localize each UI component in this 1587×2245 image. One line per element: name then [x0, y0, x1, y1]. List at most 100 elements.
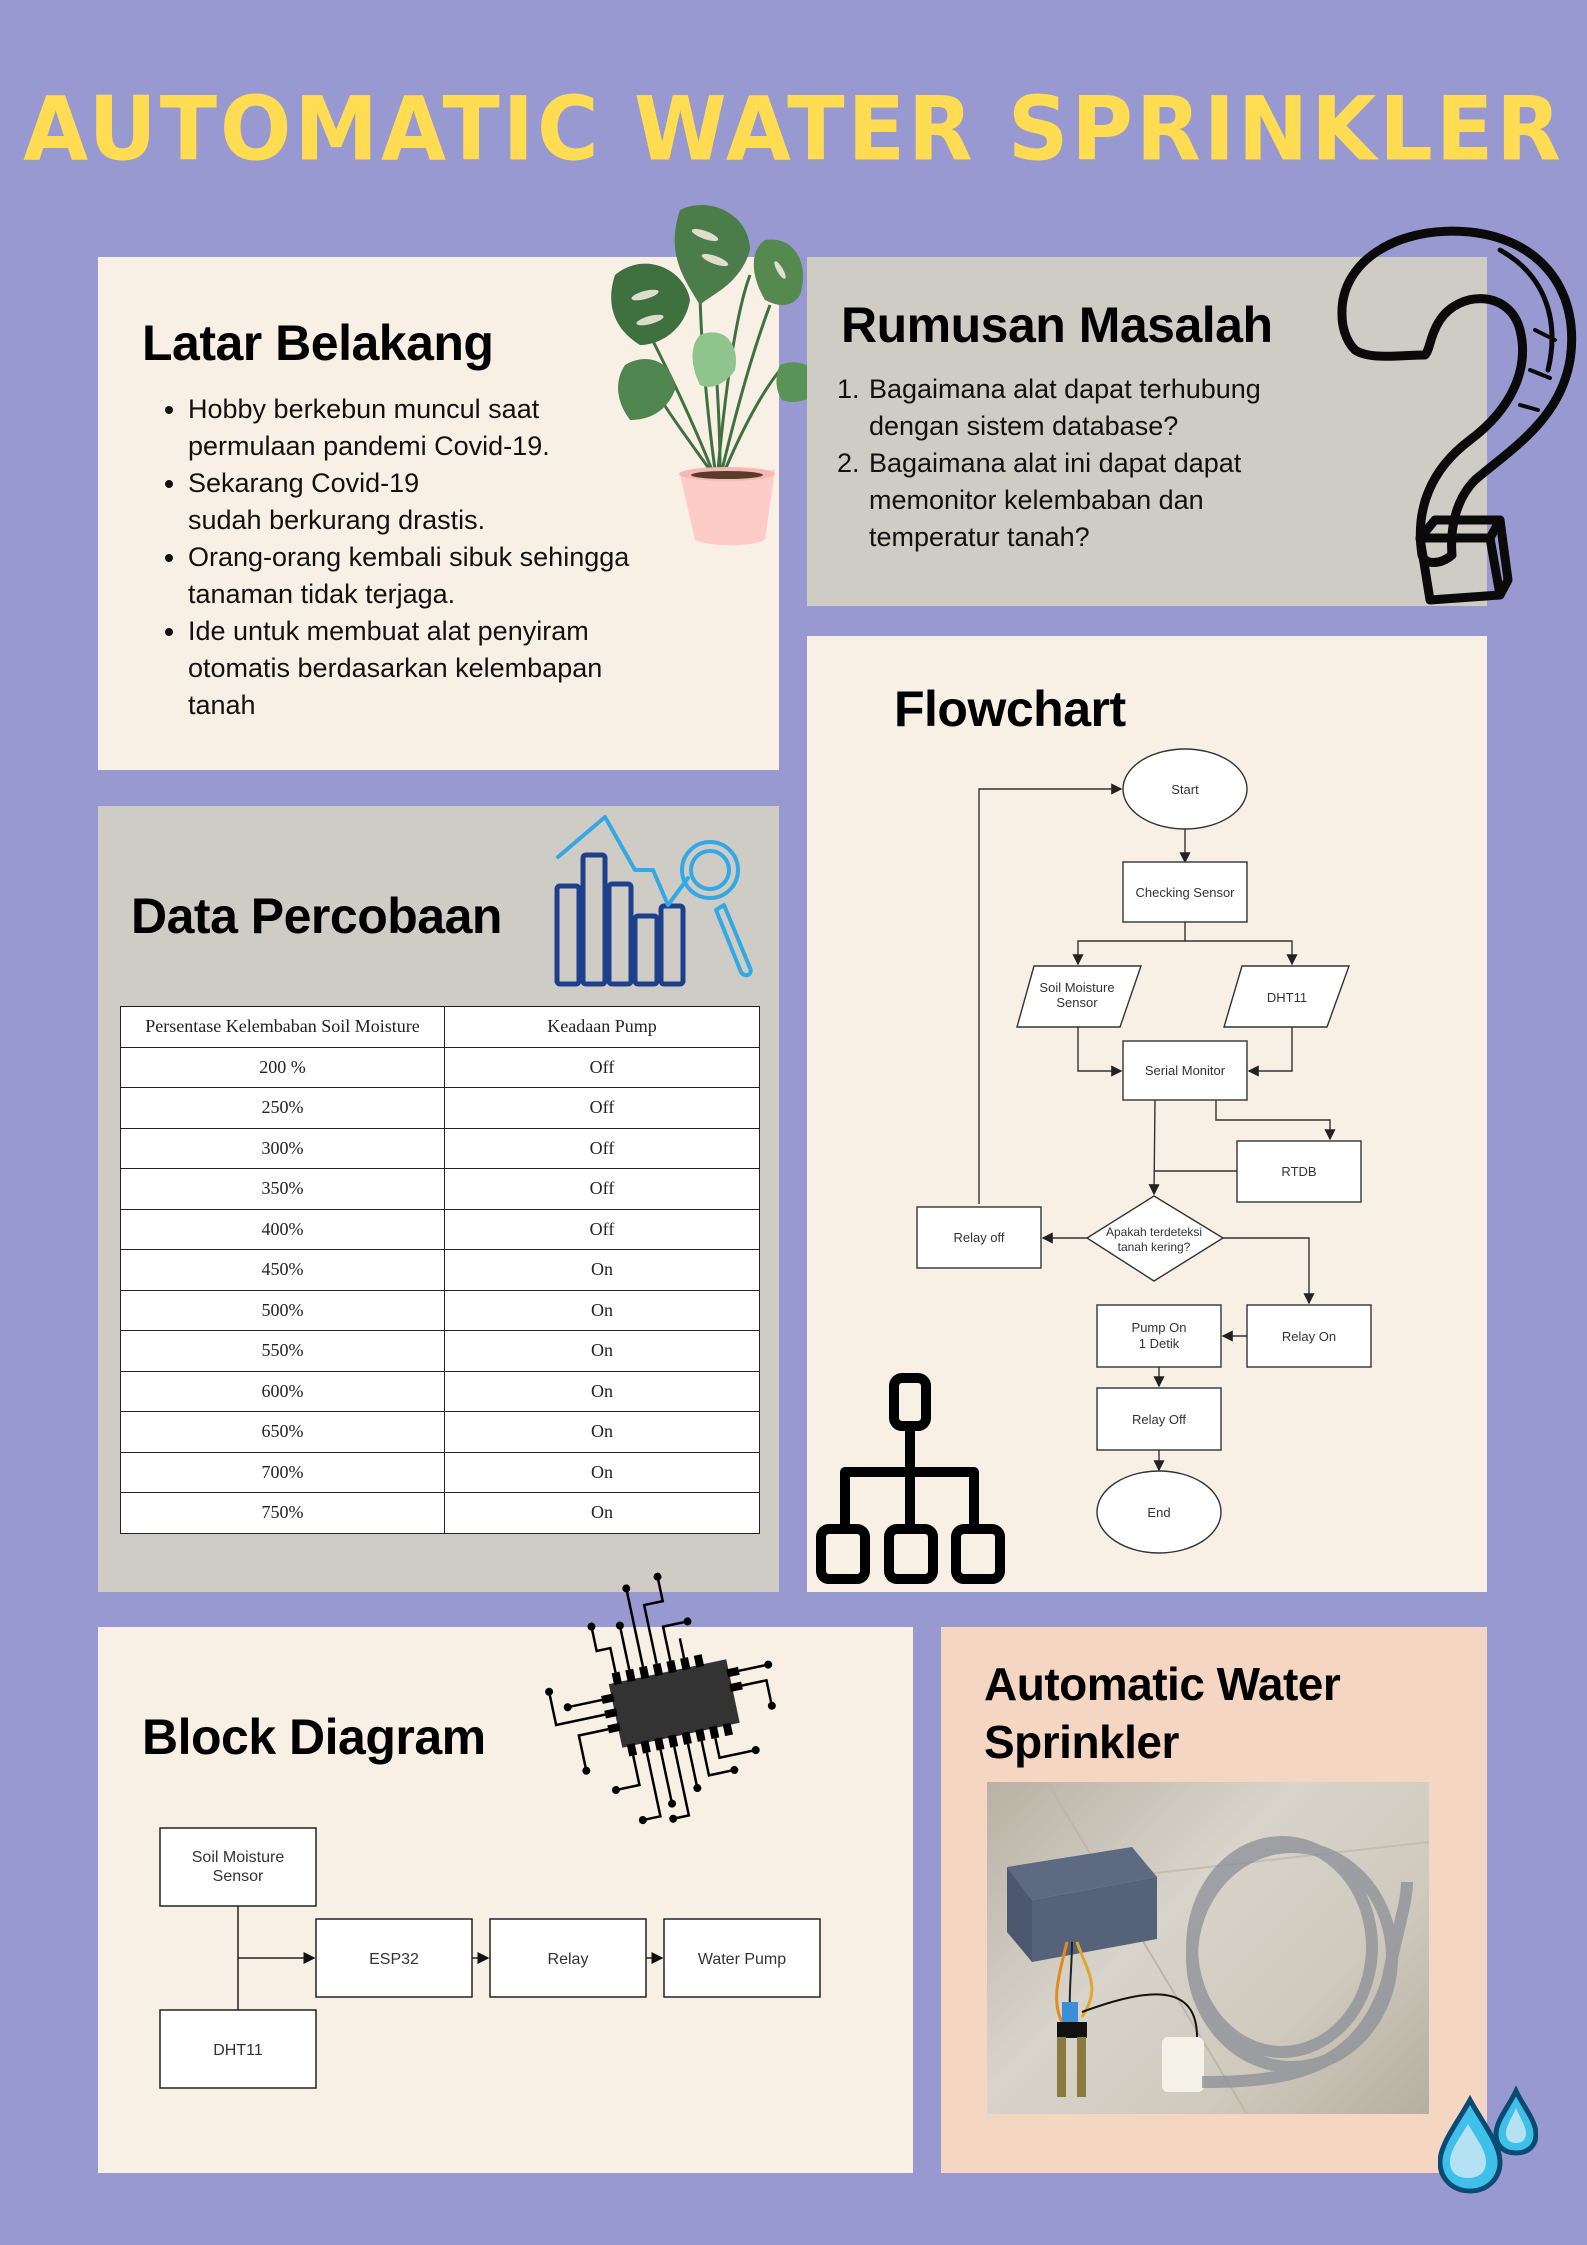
cell-pump-state: Off: [444, 1168, 760, 1210]
cell-pump-state: Off: [444, 1127, 760, 1169]
table-header-row: Persentase Kelembaban Soil Moisture Kead…: [120, 1006, 760, 1048]
svg-text:Apakah terdeteksi: Apakah terdeteksi: [1106, 1225, 1202, 1239]
table-row: 750%On: [120, 1492, 760, 1534]
table-row: 300%Off: [120, 1127, 760, 1169]
svg-text:Checking Sensor: Checking Sensor: [1136, 885, 1236, 900]
cell-pump-state: Off: [444, 1208, 760, 1250]
flowchart-node-pump-on: [1096, 1304, 1222, 1368]
flowchart-node-soil-sensor: [1016, 965, 1142, 1028]
block-diagram-heading: Block Diagram: [142, 1709, 486, 1765]
cell-pump-state: On: [444, 1249, 760, 1291]
cell-moisture: 700%: [120, 1451, 445, 1493]
svg-text:Relay On: Relay On: [1282, 1329, 1336, 1344]
rumusan-masalah-heading: Rumusan Masalah: [841, 297, 1273, 353]
cell-pump-state: On: [444, 1411, 760, 1453]
flowchart-node-end: [1096, 1470, 1222, 1554]
table-row: 500%On: [120, 1289, 760, 1331]
cell-pump-state: Off: [444, 1087, 760, 1129]
list-item: Bagaimana alat dapat terhubung dengan si…: [867, 371, 1317, 445]
cell-moisture: 300%: [120, 1127, 445, 1169]
cell-pump-state: On: [444, 1370, 760, 1412]
cell-moisture: 250%: [120, 1087, 445, 1129]
cell-pump-state: On: [444, 1330, 760, 1372]
table-row: 350%Off: [120, 1168, 760, 1210]
flowchart-node-relay-on: [1246, 1304, 1372, 1368]
flowchart-node-decision: [1085, 1195, 1225, 1282]
microchip-icon: [545, 1572, 776, 1825]
question-mark-icon: [1337, 226, 1577, 605]
cell-moisture: 550%: [120, 1330, 445, 1372]
data-percobaan-heading: Data Percobaan: [131, 888, 502, 944]
table-row: 550%On: [120, 1330, 760, 1372]
cell-moisture: 500%: [120, 1289, 445, 1331]
flowchart-node-dht11: [1223, 965, 1350, 1028]
svg-text:tanah kering?: tanah kering?: [1118, 1240, 1191, 1254]
svg-text:Water Pump: Water Pump: [698, 1951, 786, 1968]
table-row: 600%On: [120, 1370, 760, 1412]
poster-title: AUTOMATIC WATER SPRINKLER: [23, 77, 1564, 181]
list-item: Orang-orang kembali sibuk sehingga tanam…: [188, 539, 642, 613]
svg-text:Start: Start: [1171, 782, 1199, 797]
svg-text:Relay Off: Relay Off: [1132, 1412, 1186, 1427]
block-soil-sensor: [159, 1827, 317, 1907]
potted-monstera-plant-icon: [611, 204, 825, 546]
table-row: 650%On: [120, 1411, 760, 1453]
data-percobaan-table: Persentase Kelembaban Soil Moisture Kead…: [120, 1006, 760, 1534]
list-item: Hobby berkebun muncul saat permulaan pan…: [188, 391, 642, 465]
water-drops-icon: [1438, 2086, 1538, 2194]
svg-text:Relay off: Relay off: [953, 1230, 1004, 1245]
bar-chart-magnifier-icon: [554, 815, 753, 987]
svg-text:DHT11: DHT11: [1267, 990, 1307, 1005]
svg-text:DHT11: DHT11: [213, 2042, 263, 2059]
latar-belakang-heading: Latar Belakang: [142, 315, 494, 371]
flowchart-diagram: Start Checking Sensor Soil Moisture Sens…: [816, 748, 1372, 1584]
cell-moisture: 450%: [120, 1249, 445, 1291]
cell-moisture: 600%: [120, 1370, 445, 1412]
svg-text:ESP32: ESP32: [369, 1951, 419, 1968]
flowchart-node-rtdb: [1236, 1140, 1362, 1203]
table-row: 250%Off: [120, 1087, 760, 1129]
svg-text:Pump On: Pump On: [1132, 1320, 1187, 1335]
latar-belakang-list: Hobby berkebun muncul saat permulaan pan…: [142, 391, 642, 724]
list-item: Ide untuk membuat alat penyiram otomatis…: [188, 613, 642, 724]
rumusan-masalah-list: Bagaimana alat dapat terhubung dengan si…: [817, 371, 1317, 556]
cell-moisture: 400%: [120, 1208, 445, 1250]
flowchart-node-relay-off-loop: [916, 1206, 1042, 1269]
cell-moisture: 200 %: [120, 1046, 445, 1088]
cell-moisture: 750%: [120, 1492, 445, 1534]
block-water-pump: [663, 1918, 821, 1998]
cell-moisture: 350%: [120, 1168, 445, 1210]
svg-text:Soil Moisture: Soil Moisture: [1039, 980, 1114, 995]
block-diagram: Soil Moisture Sensor DHT11 ESP32 Relay W…: [159, 1827, 821, 2089]
table-row: 700%On: [120, 1451, 760, 1493]
cell-pump-state: On: [444, 1492, 760, 1534]
cell-pump-state: On: [444, 1289, 760, 1331]
product-heading-line1: Automatic Water: [984, 1658, 1341, 1710]
block-esp32: [315, 1918, 473, 1998]
cell-moisture: 650%: [120, 1411, 445, 1453]
svg-text:End: End: [1147, 1505, 1170, 1520]
svg-text:RTDB: RTDB: [1281, 1164, 1316, 1179]
table-row: 200 %Off: [120, 1046, 760, 1088]
svg-text:Sensor: Sensor: [1056, 995, 1098, 1010]
product-heading-line2: Sprinkler: [984, 1716, 1179, 1768]
product-heading: Automatic Water Sprinkler: [984, 1655, 1341, 1771]
table-row: 400%Off: [120, 1208, 760, 1250]
svg-text:Relay: Relay: [548, 1951, 589, 1968]
column-header: Keadaan Pump: [444, 1006, 760, 1048]
svg-text:Soil Moisture: Soil Moisture: [192, 1849, 285, 1866]
table-row: 450%On: [120, 1249, 760, 1291]
flowchart-node-checking: [1122, 861, 1248, 923]
block-dht11: [159, 2009, 317, 2089]
cell-pump-state: On: [444, 1451, 760, 1493]
hierarchy-icon: [816, 1373, 1005, 1584]
cell-pump-state: Off: [444, 1046, 760, 1088]
flowchart-node-serial-monitor: [1122, 1040, 1248, 1101]
list-item: Sekarang Covid-19 sudah berkurang drasti…: [188, 465, 642, 539]
flowchart-heading: Flowchart: [894, 681, 1126, 737]
column-header: Persentase Kelembaban Soil Moisture: [120, 1006, 445, 1048]
list-item: Bagaimana alat ini dapat dapat memonitor…: [867, 445, 1317, 556]
latar-belakang-panel: Latar Belakang Hobby berkebun muncul saa…: [98, 257, 779, 770]
svg-text:1 Detik: 1 Detik: [1139, 1336, 1180, 1351]
device-photo: [987, 1782, 1429, 2114]
